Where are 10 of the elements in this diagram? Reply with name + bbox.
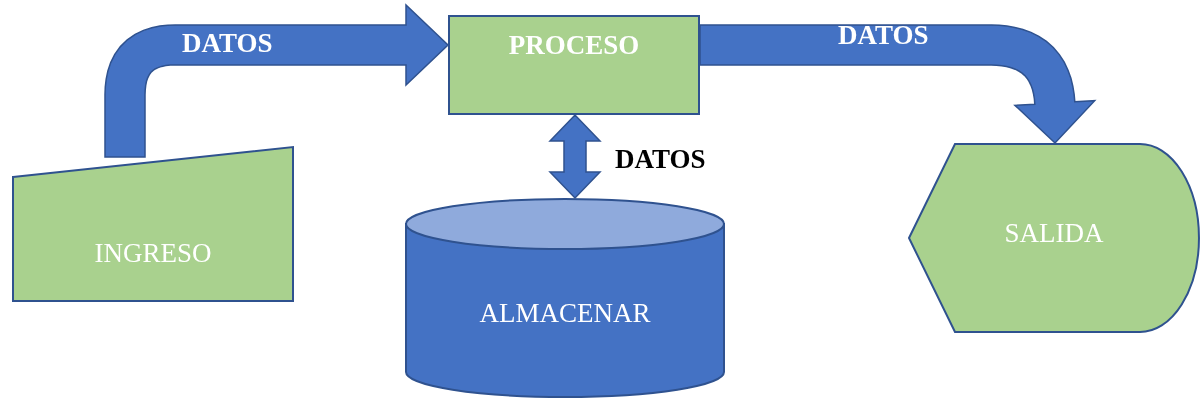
node-label: PROCESO	[508, 29, 640, 61]
node-label: INGRESO	[94, 238, 212, 269]
edge-label: DATOS	[838, 22, 929, 49]
node-label: SALIDA	[1004, 217, 1104, 249]
block-arrow	[699, 24, 1097, 145]
edge-label: DATOS	[182, 30, 273, 57]
block-arrow	[548, 113, 602, 200]
edge-label: DATOS	[615, 146, 706, 173]
node-label: ALMACENAR	[479, 297, 651, 329]
block-arrow	[104, 3, 450, 158]
